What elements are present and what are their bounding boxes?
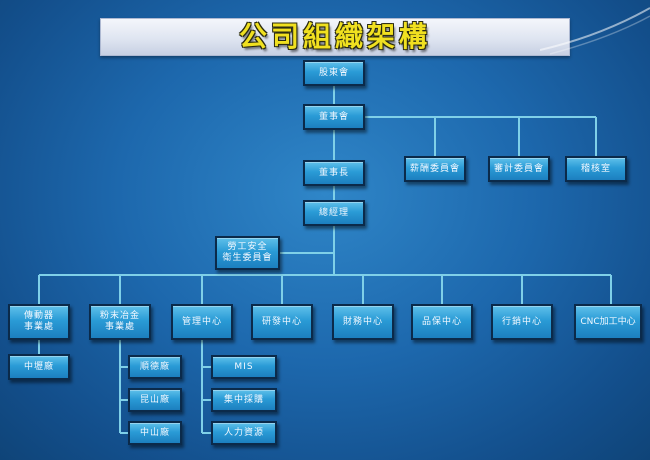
- node-board: 董事會: [303, 104, 365, 130]
- node-sales-center: 行銷中心: [491, 304, 553, 340]
- node-audit-committee: 審計委員會: [488, 156, 550, 182]
- node-powder-metallurgy-division: 粉末冶金 事業處: [89, 304, 151, 340]
- node-internal-audit: 稽核室: [565, 156, 627, 182]
- node-finance-center: 財務中心: [332, 304, 394, 340]
- node-compensation-committee: 薪酬委員會: [404, 156, 466, 182]
- node-human-resources: 人力資源: [211, 421, 277, 445]
- node-mis: MIS: [211, 355, 277, 379]
- node-chairman: 董事長: [303, 160, 365, 186]
- node-shareholders: 股東會: [303, 60, 365, 86]
- node-general-manager: 總經理: [303, 200, 365, 226]
- node-rd-center: 研發中心: [251, 304, 313, 340]
- node-transmission-division: 傳動器 事業處: [8, 304, 70, 340]
- title-banner: 公司組織架構: [100, 18, 570, 56]
- node-kunshan-plant: 昆山廠: [128, 388, 182, 412]
- node-management-center: 管理中心: [171, 304, 233, 340]
- page-title: 公司組織架構: [238, 20, 431, 53]
- node-central-purchasing: 集中採購: [211, 388, 277, 412]
- node-shunde-plant: 順德廠: [128, 355, 182, 379]
- node-qa-center: 品保中心: [411, 304, 473, 340]
- node-safety-committee: 勞工安全 衛生委員會: [215, 236, 280, 270]
- node-zhongshan-plant: 中山廠: [128, 421, 182, 445]
- node-cnc-center: CNC加工中心: [574, 304, 642, 340]
- node-zhongli-plant: 中壢廠: [8, 354, 70, 380]
